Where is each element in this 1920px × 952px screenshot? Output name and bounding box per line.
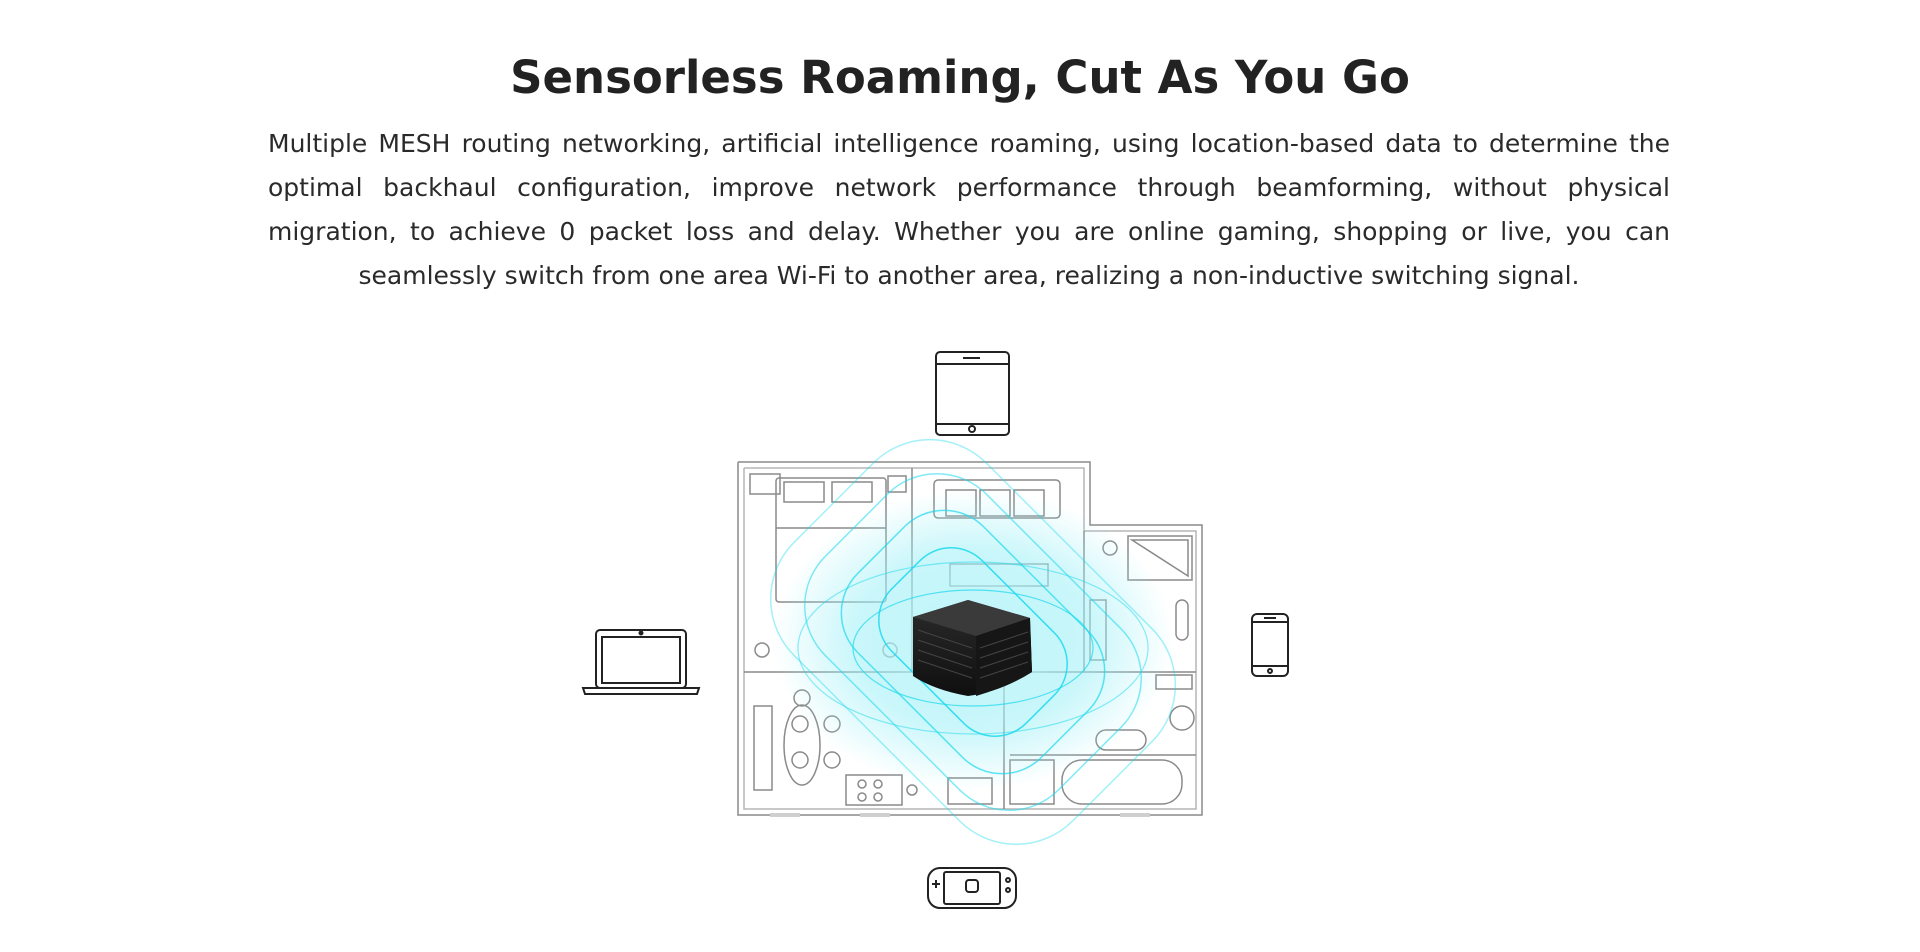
roaming-illustration (581, 351, 1289, 909)
mesh-router (913, 600, 1032, 696)
game-console-icon (927, 867, 1017, 909)
section-title: Sensorless Roaming, Cut As You Go (510, 51, 1410, 104)
laptop-icon (581, 629, 701, 695)
section-description: Multiple MESH routing networking, artifi… (268, 129, 1670, 290)
smartphone-icon (1251, 613, 1289, 677)
tablet-icon (935, 351, 1010, 436)
